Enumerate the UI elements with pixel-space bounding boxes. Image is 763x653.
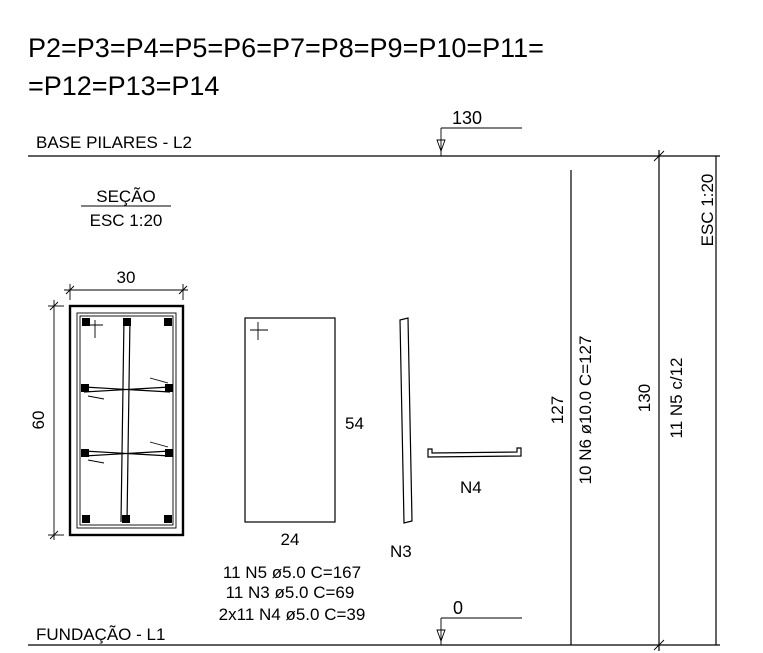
stirrup-n5-height: 54 bbox=[345, 414, 364, 433]
top-level-marker bbox=[436, 127, 522, 156]
bar-n4-label: N4 bbox=[460, 478, 482, 497]
schedule-line-1: 11 N5 ø5.0 C=167 bbox=[223, 563, 361, 582]
stirrup-n5-width: 24 bbox=[281, 530, 300, 549]
bottom-level-value: 0 bbox=[453, 598, 463, 618]
section-title: SEÇÃO bbox=[96, 187, 156, 206]
bar-n6-spec-label: 10 N6 ø10.0 C=127 bbox=[576, 336, 595, 485]
bar-n3-shape bbox=[399, 317, 413, 524]
pillar-cross-section bbox=[68, 304, 185, 537]
section-height-dimension bbox=[48, 300, 64, 540]
top-level-value: 130 bbox=[452, 108, 482, 128]
elevation-height-dimension bbox=[653, 150, 665, 651]
elevation-scale: ESC 1:20 bbox=[698, 174, 717, 247]
bottom-level-label: FUNDAÇÃO - L1 bbox=[36, 625, 165, 644]
schedule-line-2: 11 N3 ø5.0 C=69 bbox=[226, 583, 355, 602]
bar-n4-shape bbox=[427, 447, 522, 458]
bar-n6-length-label: 127 bbox=[548, 396, 567, 424]
section-width-dimension bbox=[64, 284, 188, 300]
longitudinal-bars bbox=[81, 318, 173, 523]
schedule-line-3: 2x11 N4 ø5.0 C=39 bbox=[219, 605, 366, 624]
drawing-title-line2: =P12=P13=P14 bbox=[28, 71, 219, 101]
stirrup-spacing-label: 11 N5 c/12 bbox=[667, 358, 686, 439]
section-width-label: 30 bbox=[117, 268, 136, 287]
top-level-label: BASE PILARES - L2 bbox=[36, 133, 192, 152]
bottom-level-marker bbox=[436, 617, 522, 645]
section-scale: ESC 1:20 bbox=[90, 211, 163, 230]
section-height-label: 60 bbox=[29, 411, 48, 430]
bar-n3-label: N3 bbox=[390, 542, 412, 561]
drawing-title-line1: P2=P3=P4=P5=P6=P7=P8=P9=P10=P11= bbox=[28, 33, 544, 63]
elevation-height-label: 130 bbox=[635, 384, 654, 412]
stirrup-n5-shape bbox=[244, 317, 336, 523]
